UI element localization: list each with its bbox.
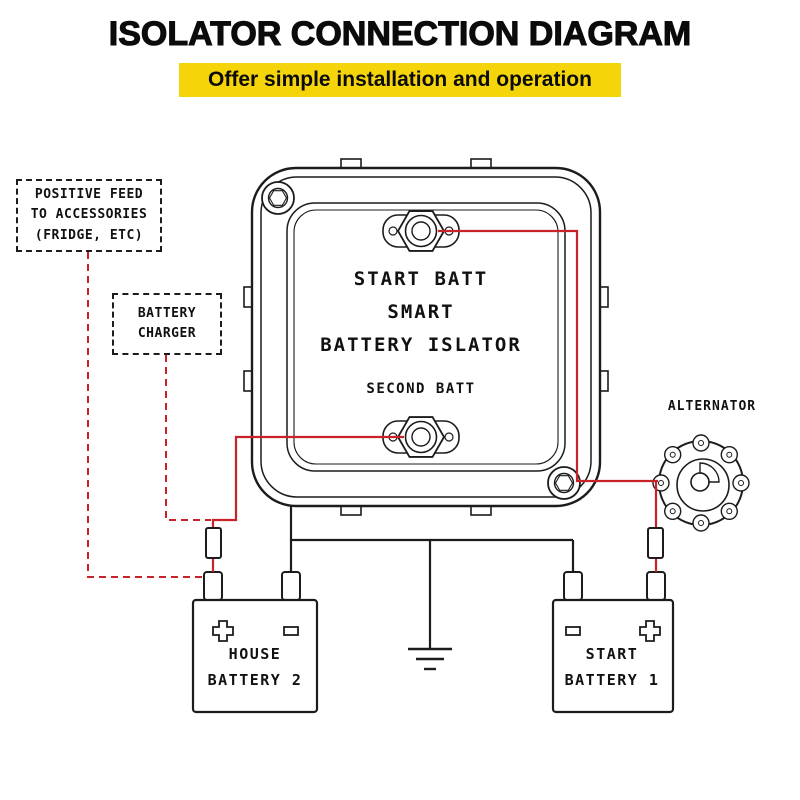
second-batt-terminal	[382, 416, 460, 458]
isolator-device-label: BATTERY ISLATOR	[320, 334, 522, 356]
positive-symbol-icon	[639, 620, 661, 642]
wire-battery-charger-dashed	[165, 355, 211, 521]
negative-bus-wires	[289, 506, 575, 649]
start-battery-positive-post	[646, 571, 666, 601]
house-battery-label-line1: HOUSE	[228, 645, 282, 663]
wire-positive-feed-dashed	[87, 252, 203, 578]
charger-line-2: CHARGER	[137, 326, 197, 341]
mounting-bolt-bottom-right-icon	[547, 466, 581, 500]
start-battery-drawing	[551, 571, 675, 714]
isolator-brand-label: SMART	[387, 301, 455, 323]
isolator-bottom-terminal-label: SECOND BATT	[366, 381, 476, 397]
house-battery-negative-post	[281, 571, 301, 601]
house-battery-positive-post	[203, 571, 223, 601]
accessories-callout: POSITIVE FEED TO ACCESSORIES (FRIDGE, ET…	[16, 179, 162, 252]
house-battery-drawing	[191, 571, 319, 714]
accessories-line-1: POSITIVE FEED	[34, 187, 144, 203]
positive-wires	[211, 229, 658, 572]
mounting-bolt-top-left-icon	[261, 181, 295, 215]
charger-line-1: BATTERY	[137, 305, 197, 321]
start-battery-label-line1: START	[585, 645, 639, 663]
positive-symbol-icon	[212, 620, 234, 642]
battery-charger-callout: BATTERY CHARGER	[112, 293, 222, 355]
wire-startbatt-terminal-to-alternator	[438, 229, 658, 483]
page-title: ISOLATOR CONNECTION DIAGRAM	[108, 14, 692, 53]
accessories-line-3: (FRIDGE, ETC)	[34, 227, 144, 243]
negative-symbol-icon	[565, 626, 581, 636]
start-battery-negative-post	[563, 571, 583, 601]
start-battery-label-line2: BATTERY 1	[564, 671, 660, 689]
isolator-top-terminal-label: START BATT	[353, 268, 489, 290]
start-batt-terminal	[382, 210, 460, 252]
alternator-label: ALTERNATOR	[667, 399, 757, 414]
alternator-drawing	[652, 434, 750, 532]
ground-symbol	[408, 647, 452, 671]
subtitle-banner: Offer simple installation and operation	[179, 63, 621, 97]
house-battery-fuse	[205, 527, 222, 559]
accessories-line-2: TO ACCESSORIES	[30, 207, 148, 223]
wire-secondbatt-terminal-to-fuse	[211, 435, 404, 528]
dashed-accessory-wires	[87, 252, 211, 578]
house-battery-label-line2: BATTERY 2	[207, 671, 303, 689]
start-battery-fuse	[647, 527, 664, 559]
isolator-case	[243, 158, 609, 516]
negative-symbol-icon	[283, 626, 299, 636]
